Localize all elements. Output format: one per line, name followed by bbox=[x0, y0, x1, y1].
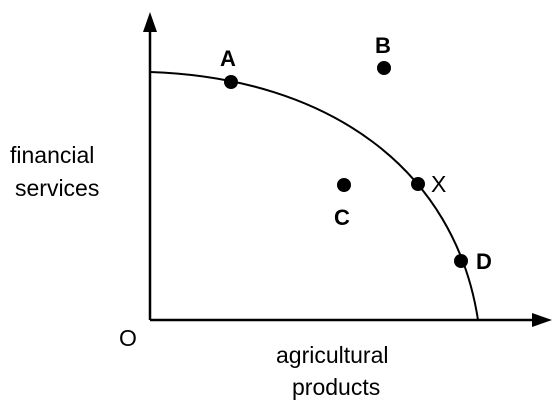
origin-label: O bbox=[119, 325, 137, 351]
point-c-dot bbox=[337, 178, 351, 192]
point-d-label: D bbox=[476, 249, 492, 274]
point-b-label: B bbox=[375, 33, 391, 58]
point-a-dot bbox=[224, 75, 238, 89]
y-axis-arrowhead bbox=[143, 12, 157, 32]
x-axis-label-line2: products bbox=[292, 374, 380, 400]
point-x-dot bbox=[411, 177, 425, 191]
point-a-label: A bbox=[220, 46, 236, 71]
y-axis-label-line1: financial bbox=[10, 142, 94, 168]
point-x-label: X bbox=[431, 171, 446, 197]
point-c-label: C bbox=[334, 205, 350, 230]
x-axis-label-line1: agricultural bbox=[276, 342, 389, 368]
x-axis-arrowhead bbox=[532, 313, 552, 327]
ppf-curve bbox=[149, 71, 479, 321]
y-axis-label-line2: services bbox=[15, 175, 99, 201]
point-b-dot bbox=[377, 61, 391, 75]
point-d-dot bbox=[454, 254, 468, 268]
